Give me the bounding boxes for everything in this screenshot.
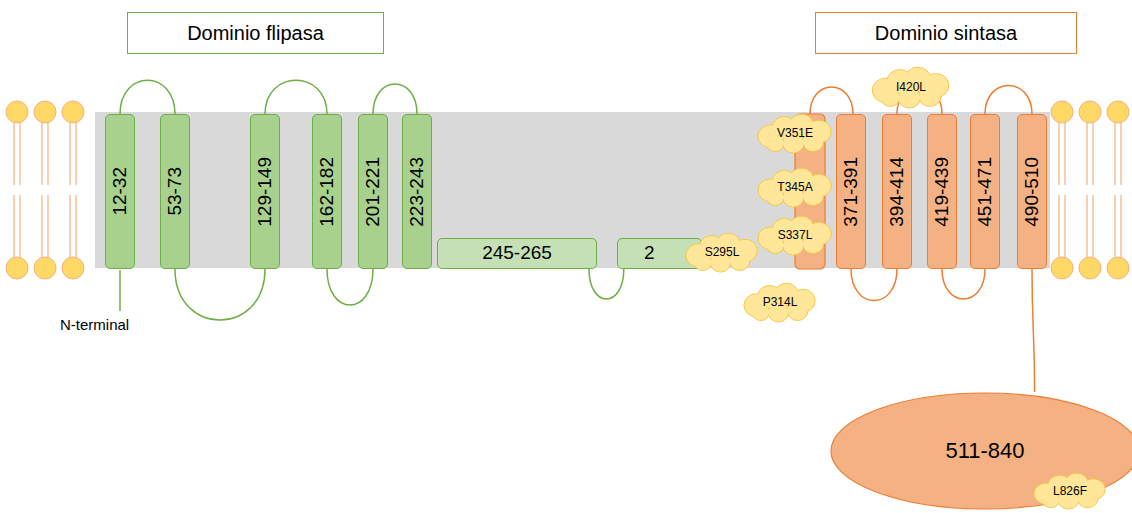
helix-segment: 12-32 — [105, 114, 135, 269]
mutation-label: L826F — [1053, 485, 1087, 498]
helix-segment: 201-221 — [358, 114, 388, 269]
residue-range: 53-73 — [165, 167, 186, 216]
helix-segment: 129-149 — [250, 114, 280, 269]
leader-line — [119, 270, 121, 311]
residue-range: 245-265 — [482, 243, 552, 264]
helix-segment: 451-471 — [970, 114, 1000, 269]
residue-range: 394-414 — [887, 157, 908, 227]
helix-segment: 245-265 — [437, 238, 597, 269]
residue-range: 223-243 — [407, 157, 428, 227]
mutation-label: P314L — [763, 296, 798, 309]
lipid-heads — [6, 101, 1129, 279]
mutation-label: I420L — [896, 81, 926, 94]
mutation-cloud: P314L — [740, 284, 820, 322]
residue-range: 451-471 — [975, 157, 996, 227]
mutation-cloud: S337L — [754, 217, 836, 255]
domain-header: Dominio sintasa — [815, 12, 1077, 54]
loop-line — [120, 80, 175, 114]
mutation-label: T345A — [777, 181, 812, 194]
loop-line — [373, 84, 417, 114]
domain-title: Dominio sintasa — [875, 22, 1017, 44]
helix-segment: 419-439 — [927, 114, 957, 269]
loop-line — [942, 269, 985, 299]
helix-segment: 162-182 — [312, 114, 342, 269]
helix-segment: 223-243 — [402, 114, 432, 269]
loop-line — [1032, 269, 1035, 392]
residue-range: 129-149 — [255, 157, 276, 227]
loop-line — [327, 269, 373, 305]
domain-title: Dominio flipasa — [187, 22, 324, 44]
residue-range: 162-182 — [317, 157, 338, 227]
loop-line — [589, 269, 624, 299]
helix-segment: 490-510 — [1017, 114, 1047, 269]
helix-segment: 394-414 — [882, 114, 912, 269]
mutation-label: S337L — [778, 229, 813, 242]
mutation-cloud: V351E — [754, 115, 836, 153]
helix-segment: 371-391 — [836, 114, 866, 269]
loop-line — [810, 87, 853, 114]
loop-line — [175, 269, 265, 320]
loop-line — [985, 86, 1032, 115]
loop-line — [851, 269, 897, 301]
mutation-label: S295L — [705, 246, 740, 259]
residue-range: 201-221 — [363, 157, 384, 227]
residue-range: 12-32 — [110, 167, 131, 216]
residue-range: 2 — [644, 243, 655, 264]
domain-header: Dominio flipasa — [127, 12, 384, 54]
residue-range: 371-391 — [841, 157, 862, 227]
residue-range: 419-439 — [932, 157, 953, 227]
mutation-cloud: T345A — [754, 169, 836, 207]
residue-range: 490-510 — [1022, 157, 1043, 227]
mutation-label: V351E — [777, 127, 813, 140]
helix-segment: 53-73 — [160, 114, 190, 269]
mutation-cloud: I420L — [868, 68, 954, 108]
residue-range: 511-840 — [945, 439, 1024, 463]
membrane-band — [95, 112, 1050, 268]
loop-line — [265, 80, 327, 114]
terminus-label: N-terminal — [60, 316, 129, 333]
mutation-cloud: L826F — [1030, 474, 1110, 509]
mutation-cloud: S295L — [682, 234, 762, 272]
